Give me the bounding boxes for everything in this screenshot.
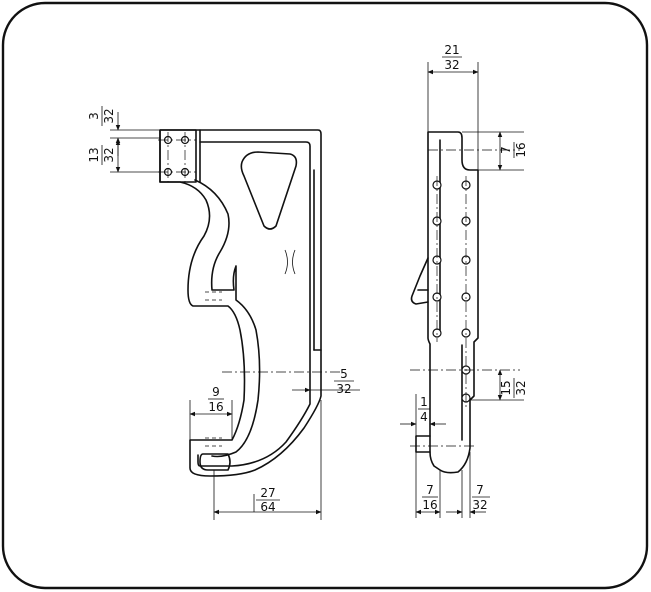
dim-9-16: 9 16 bbox=[208, 385, 224, 414]
front-view-dimensions: 21 32 7 16 15 32 1 4 bbox=[400, 43, 528, 518]
side-view-outline bbox=[159, 129, 322, 477]
svg-text:16: 16 bbox=[422, 498, 437, 512]
svg-text:16: 16 bbox=[208, 400, 223, 414]
side-view-cutout bbox=[240, 151, 298, 230]
side-view bbox=[158, 129, 340, 477]
side-view-tab bbox=[159, 129, 197, 183]
svg-text:5: 5 bbox=[340, 367, 348, 381]
dim-3-32: 3 32 bbox=[87, 106, 116, 126]
side-view-throat bbox=[194, 179, 261, 458]
dim-7-16-top: 7 16 bbox=[499, 142, 528, 158]
side-view-slot bbox=[199, 453, 231, 471]
svg-text:7: 7 bbox=[499, 146, 513, 154]
svg-text:7: 7 bbox=[476, 483, 484, 497]
svg-text:32: 32 bbox=[102, 108, 116, 123]
side-view-dimensions: 3 32 13 32 9 16 5 32 bbox=[87, 106, 360, 520]
svg-text:3: 3 bbox=[87, 112, 101, 120]
dim-7-16-bottom: 7 16 bbox=[422, 483, 438, 512]
svg-text:32: 32 bbox=[444, 58, 459, 72]
svg-text:1: 1 bbox=[420, 395, 428, 409]
svg-text:27: 27 bbox=[260, 486, 275, 500]
svg-text:13: 13 bbox=[87, 147, 101, 162]
dim-7-32: 7 32 bbox=[472, 483, 490, 512]
dim-15-32: 15 32 bbox=[499, 378, 528, 398]
svg-text:4: 4 bbox=[420, 410, 428, 424]
front-view-holes bbox=[432, 180, 471, 403]
dim-27-64: 27 64 bbox=[256, 486, 280, 514]
svg-text:32: 32 bbox=[336, 382, 351, 396]
svg-text:7: 7 bbox=[426, 483, 434, 497]
svg-text:16: 16 bbox=[514, 142, 528, 157]
side-view-web bbox=[197, 141, 311, 467]
front-view-clip bbox=[410, 257, 429, 305]
svg-text:9: 9 bbox=[212, 385, 220, 399]
svg-text:21: 21 bbox=[444, 43, 459, 57]
dim-5-32: 5 32 bbox=[334, 367, 354, 396]
dim-1-4: 1 4 bbox=[418, 395, 430, 424]
front-view-hook bbox=[415, 435, 431, 453]
svg-text:64: 64 bbox=[260, 500, 275, 514]
dim-13-32: 13 32 bbox=[87, 145, 116, 165]
svg-text:32: 32 bbox=[514, 380, 528, 395]
dim-21-32: 21 32 bbox=[442, 43, 462, 72]
svg-text:32: 32 bbox=[472, 498, 487, 512]
svg-text:15: 15 bbox=[499, 380, 513, 395]
svg-text:32: 32 bbox=[102, 147, 116, 162]
